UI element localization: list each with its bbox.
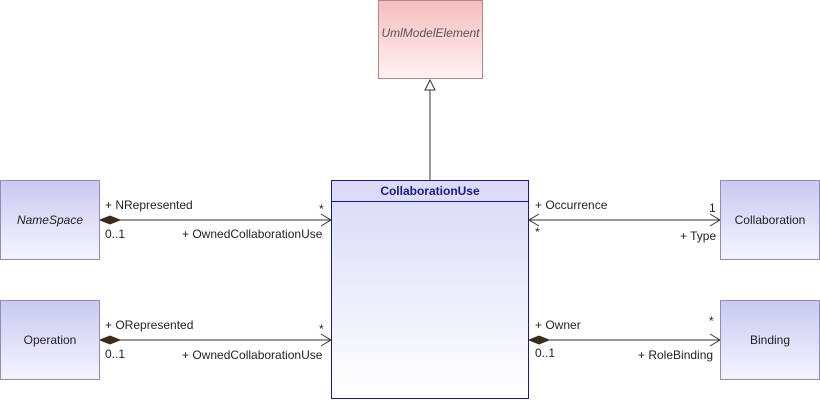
collaboration-mult-right: 1: [709, 201, 716, 215]
operation-name: Operation: [23, 333, 77, 347]
collaboration-use-header: CollaborationUse: [332, 181, 528, 202]
operation-mult-left: 0..1: [105, 347, 126, 361]
collaboration-mult-left: *: [535, 225, 540, 239]
operation-role-right: + OwnedCollaborationUse: [182, 348, 323, 362]
generalization-arrowhead: [424, 78, 436, 91]
operation-class[interactable]: Operation: [0, 300, 100, 380]
binding-mult-left: 0..1: [535, 346, 556, 360]
collaboration-name: Collaboration: [734, 213, 806, 227]
operation-role-left: + ORepresented: [105, 318, 194, 332]
collaboration-use-class[interactable]: CollaborationUse: [331, 180, 529, 399]
binding-role-left: + Owner: [535, 318, 581, 332]
collaboration-role-right: + Type: [680, 229, 717, 243]
operation-mult-right: *: [319, 322, 324, 336]
collaboration-use-name: CollaborationUse: [380, 184, 480, 198]
binding-mult-right: *: [709, 314, 714, 328]
uml-model-element-class[interactable]: UmlModelElement: [378, 0, 483, 79]
uml-model-element-name: UmlModelElement: [381, 26, 480, 40]
namespace-role-right: + OwnedCollaborationUse: [182, 227, 323, 241]
namespace-role-left: + NRepresented: [105, 198, 193, 212]
namespace-composition-diamond: [98, 215, 122, 225]
binding-role-right: + RoleBinding: [638, 348, 714, 362]
operation-composition-diamond: [98, 335, 122, 345]
binding-name: Binding: [749, 333, 791, 347]
namespace-class[interactable]: NameSpace: [0, 180, 100, 260]
binding-composition-diamond: [527, 335, 551, 345]
collaboration-nav-arrow-left: [528, 213, 540, 227]
namespace-mult-left: 0..1: [105, 227, 126, 241]
namespace-mult-right: *: [319, 202, 324, 216]
namespace-name: NameSpace: [16, 213, 84, 227]
collaboration-role-left: + Occurrence: [535, 198, 608, 212]
binding-class[interactable]: Binding: [720, 300, 820, 380]
collaboration-class[interactable]: Collaboration: [720, 180, 820, 260]
